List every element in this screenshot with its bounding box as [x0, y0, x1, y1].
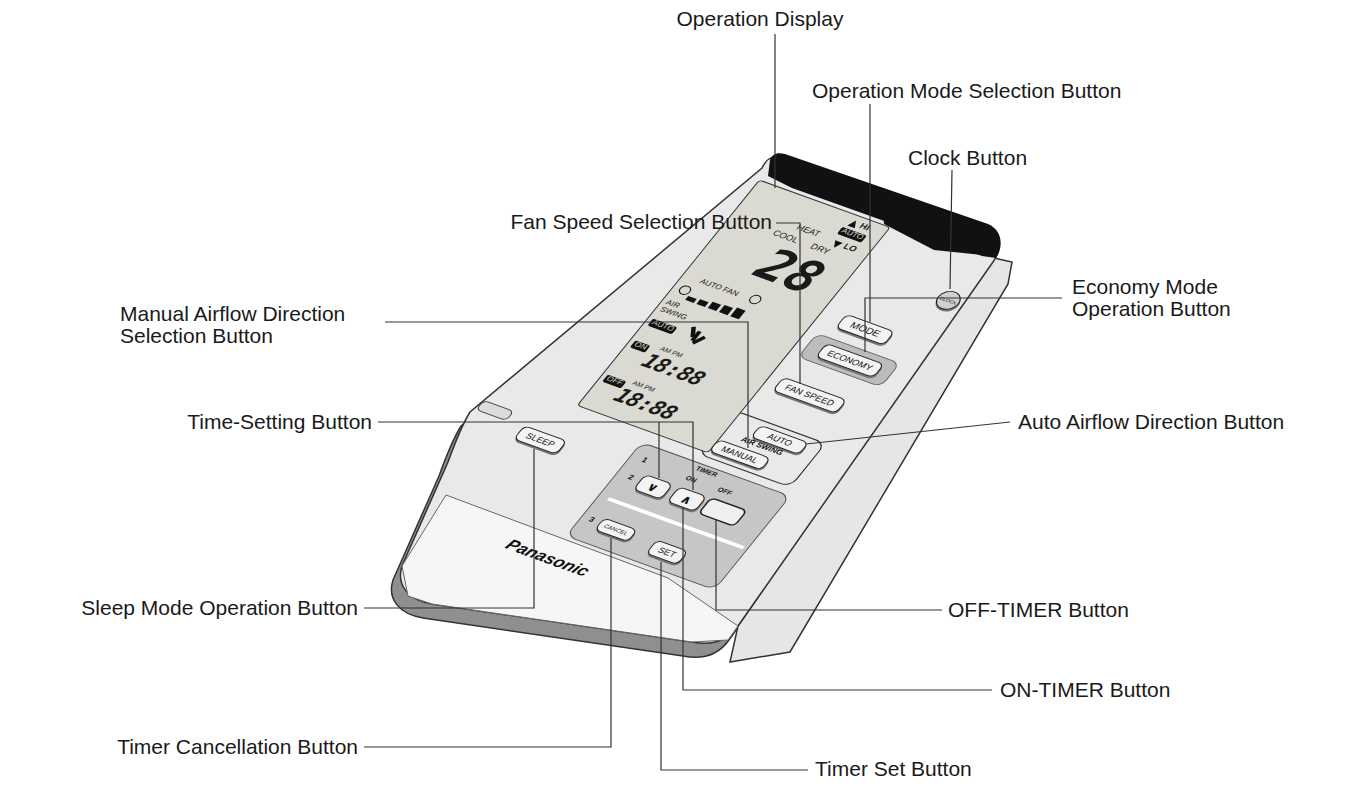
- clock-button: CLOCK: [931, 288, 966, 313]
- leader-line: [364, 538, 611, 747]
- button-text: CLOCK: [939, 295, 958, 305]
- callout-label: ON-TIMER Button: [1000, 679, 1170, 701]
- leader-line: [385, 322, 748, 448]
- display-text: ON: [630, 340, 651, 352]
- callout-label: Economy Mode Operation Button: [1072, 276, 1267, 320]
- display-icon: [830, 240, 843, 249]
- leader-line: [716, 520, 942, 610]
- callout-label: Time-Setting Button: [187, 411, 372, 433]
- leader-line: [806, 422, 1010, 444]
- display-text: 18:88: [609, 385, 682, 425]
- display-text: LO: [841, 242, 859, 254]
- off-timer-button: [699, 498, 747, 527]
- ir-window: [882, 196, 992, 256]
- button-text: SET: [656, 546, 678, 559]
- remote-face-frame: HIAUTOLOHEATCOOLDRY28AUTO FANAIR SWINGAU…: [366, 160, 1058, 769]
- leader-line: [364, 449, 534, 608]
- button-text: ∧: [678, 492, 696, 506]
- leader-line: [658, 422, 659, 478]
- side-slot: [476, 400, 514, 420]
- callout-label: Timer Cancellation Button: [117, 736, 358, 758]
- callout-label: Timer Set Button: [815, 758, 972, 780]
- callout-label: Sleep Mode Operation Button: [81, 597, 358, 619]
- callout-label: OFF-TIMER Button: [948, 599, 1129, 621]
- callout-label: Fan Speed Selection Button: [510, 211, 772, 233]
- remote-face: [400, 157, 998, 643]
- display-text: AUTO FAN: [697, 278, 740, 298]
- button-text: ∨: [644, 480, 662, 494]
- leader-line: [776, 223, 800, 384]
- display-icon: [685, 296, 697, 303]
- button-text: CANCEL: [603, 523, 630, 536]
- display-icon: [747, 293, 764, 305]
- leader-line: [865, 298, 1062, 352]
- mode-button: MODE: [835, 314, 895, 346]
- leader-line: [683, 508, 992, 690]
- leader-line: [950, 170, 952, 289]
- callout-label: Clock Button: [908, 147, 1027, 169]
- brand-logo: Panasonic: [501, 537, 593, 580]
- button-text: FAN SPEED: [783, 383, 836, 407]
- callout-label: Auto Airflow Direction Button: [1018, 411, 1284, 433]
- button-text: MODE: [848, 321, 883, 339]
- display-icon: [696, 299, 709, 307]
- leader-line: [378, 422, 693, 490]
- callout-label: Operation Display: [677, 8, 844, 30]
- fan-speed-button: FAN SPEED: [772, 377, 847, 414]
- display-icon: [676, 284, 693, 296]
- display-text: AUTO: [648, 318, 678, 334]
- callout-label: Operation Mode Selection Button: [812, 80, 1121, 102]
- leader-line: [869, 104, 870, 322]
- display-text: HI: [857, 222, 872, 233]
- display-icon: [730, 308, 745, 320]
- leader-line: [661, 562, 808, 770]
- callout-label: Manual Airflow Direction Selection Butto…: [120, 303, 420, 347]
- leader-line: [774, 34, 775, 188]
